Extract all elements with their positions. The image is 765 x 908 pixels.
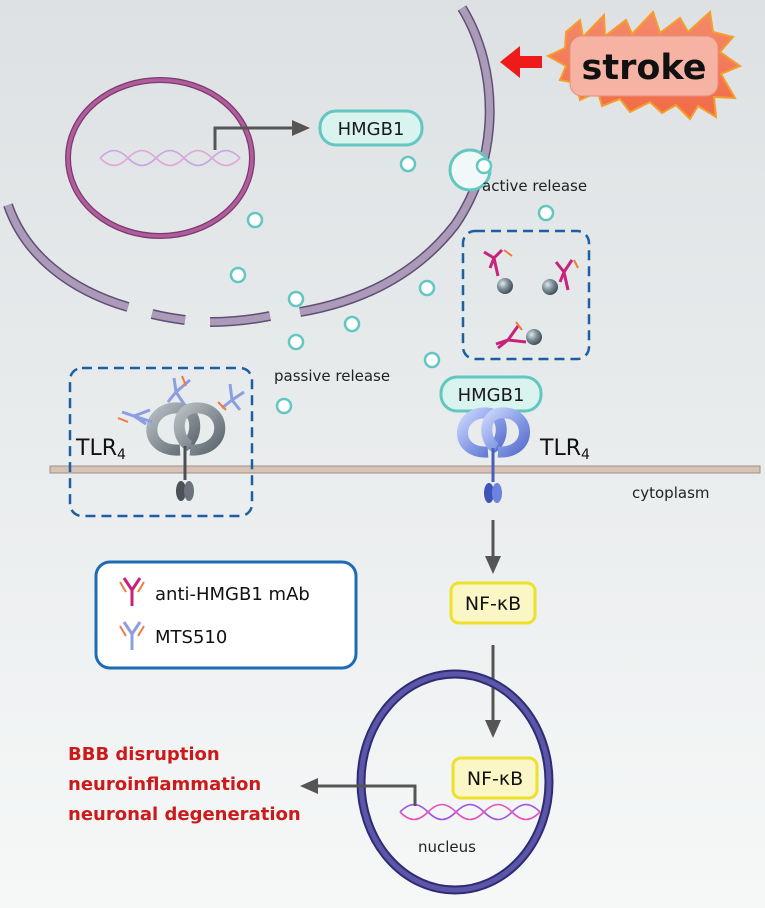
hmgb1-particle [229,266,247,284]
active-release-label: active release [482,177,587,195]
mts510-antibodies [117,375,245,426]
antibody-lavender-icon [119,621,145,650]
antibody-complex-1 [483,248,513,294]
nfkb-box-nucleus: NF-κB [451,756,539,800]
hmgb1-particle [275,397,293,415]
hmgb1-particle [418,279,436,297]
stroke-badge: stroke [545,10,743,121]
legend: anti-HMGB1 mAb MTS510 [94,560,358,670]
tlr4-receptor-left [146,402,226,501]
hmgb1-particle [287,290,305,308]
nfkb-box-top: NF-κB [449,581,537,625]
hmgb1-particle [343,315,361,333]
outcomes-list: BBB disruption neuroinflammation neurona… [68,744,301,825]
tlr4-left-label: TLR4 [75,436,126,463]
tlr4-right-label: TLR4 [539,436,590,463]
plasma-membrane [49,465,761,474]
tlr4-receptor-right [457,407,530,503]
neutralization-box [461,229,591,361]
antibody-complex-3 [495,321,542,350]
outcome-arrow [300,778,417,806]
hmgb1-bound-label: HMGB1 [458,385,525,406]
legend-label-mts510: MTS510 [155,627,227,648]
antibody-magenta-icon [119,577,145,606]
hmgb1-particle [475,157,493,175]
legend-label-mab: anti-HMGB1 mAb [155,584,310,605]
outcome-item: neuronal degeneration [68,804,301,825]
hmgb1-pill-bound: HMGB1 [439,375,543,413]
outcome-item: neuroinflammation [68,774,261,795]
hmgb1-particle [399,155,417,173]
hmgb1-particle [287,333,305,351]
stroke-label: stroke [582,48,707,88]
hmgb1-particle [246,211,264,229]
hmgb1-particles [229,155,555,415]
expression-arrow [213,120,310,150]
antibody-complex-2 [542,259,579,295]
cytoplasm-label: cytoplasm [632,484,710,502]
nfkb-nucleus-label: NF-κB [467,768,523,790]
nucleus-label: nucleus [418,838,476,856]
hmgb1-pill-top: HMGB1 [318,109,424,147]
outcome-item: BBB disruption [68,744,220,765]
signal-arrow-1 [485,520,501,574]
hmgb1-particle [423,351,441,369]
passive-release-label: passive release [274,367,390,385]
dna-strand-top [99,149,241,167]
nfkb-top-label: NF-κB [465,593,521,615]
cell-membrane [3,5,495,327]
hmgb1-particle [537,204,555,222]
dna-strand-bottom [399,803,541,821]
hmgb1-top-label: HMGB1 [338,119,405,140]
stroke-arrow [500,46,542,78]
